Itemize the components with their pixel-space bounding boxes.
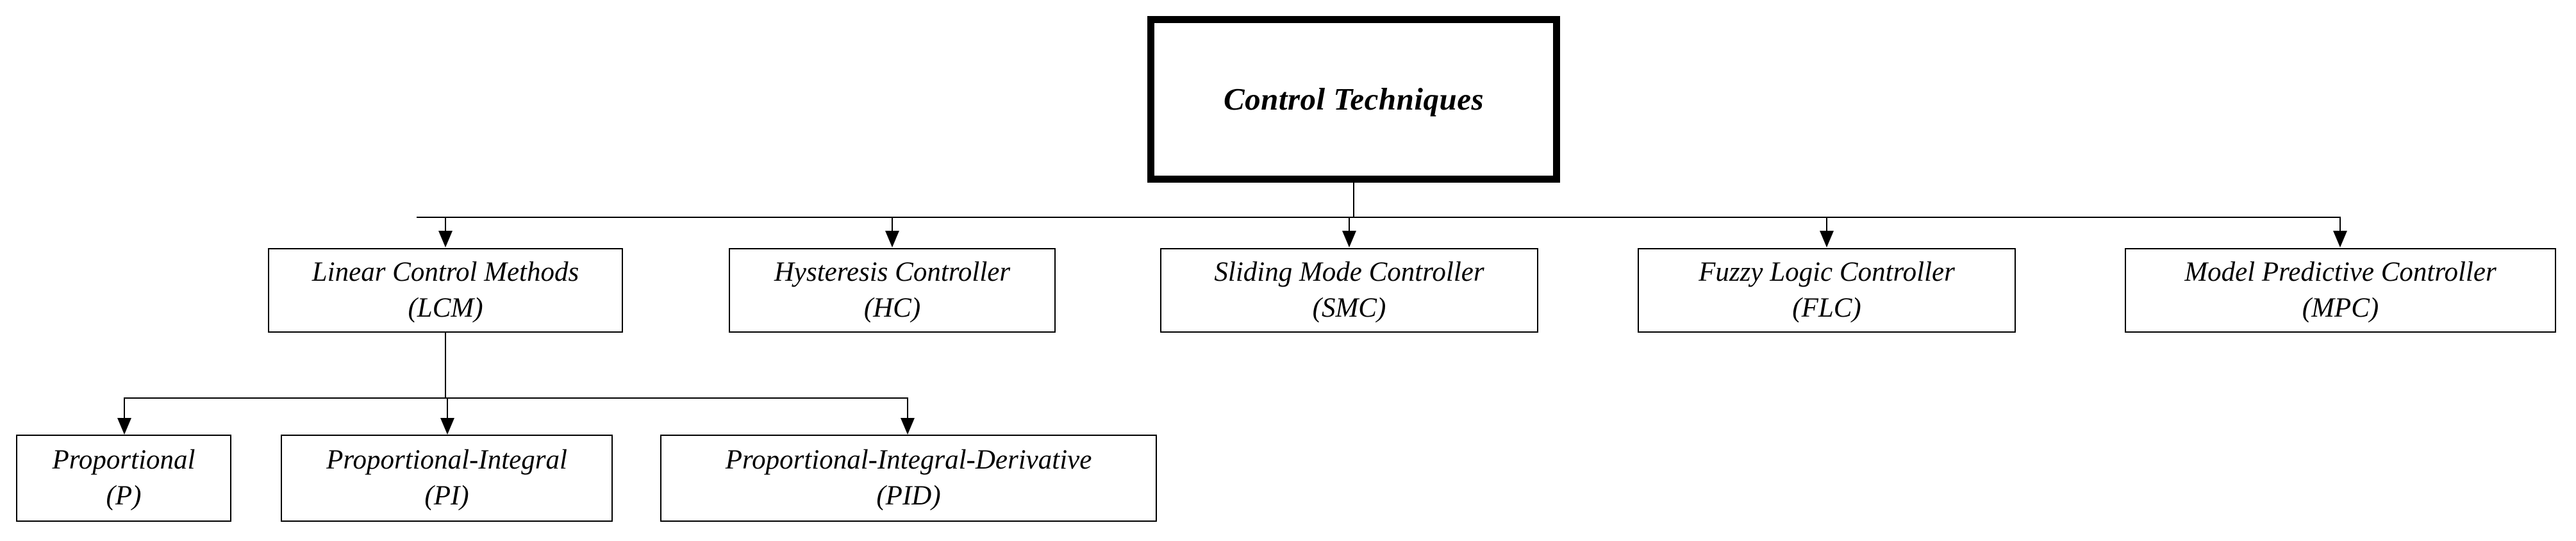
node-control-techniques-label: Control Techniques [1223,81,1484,117]
connector-drop-p [124,397,125,419]
connector-drop-flc [1826,217,1827,235]
arrowhead-hc-icon [885,231,899,247]
connector-drop-smc [1349,217,1350,235]
arrowhead-flc-icon [1820,231,1834,247]
node-smc-label-line1: Sliding Mode Controller [1214,257,1484,288]
node-hc-label-line1: Hysteresis Controller [774,257,1011,288]
node-mpc-label-line2: (MPC) [2302,293,2379,323]
connector-drop-pid [907,397,908,419]
node-lcm-label-line1: Linear Control Methods [312,257,579,288]
node-flc-label-line1: Fuzzy Logic Controller [1699,257,1955,288]
arrowhead-p-icon [117,418,131,435]
connector-drop-mpc [2339,217,2341,235]
connector-lcm-stem [445,333,446,397]
node-mpc-label-line1: Model Predictive Controller [2184,257,2497,288]
node-smc-label-line2: (SMC) [1312,293,1386,323]
connector-level2-bus [417,217,2341,218]
node-pi[interactable]: Proportional-Integral (PI) [281,435,613,522]
connector-drop-hc [892,217,893,235]
node-p-label-line2: (P) [106,481,142,511]
node-mpc[interactable]: Model Predictive Controller (MPC) [2125,248,2556,333]
arrowhead-lcm-icon [438,231,453,247]
connector-drop-pi [447,397,448,419]
connector-drop-lcm [445,217,446,235]
node-pid[interactable]: Proportional-Integral-Derivative (PID) [660,435,1157,522]
node-hc-label-line2: (HC) [863,293,921,323]
node-hc[interactable]: Hysteresis Controller (HC) [729,248,1056,333]
node-flc-label-line2: (FLC) [1792,293,1861,323]
node-pi-label-line2: (PI) [424,481,469,511]
connector-level3-bus [124,397,908,399]
node-pid-label-line2: (PID) [876,481,941,511]
node-p-label-line1: Proportional [52,445,195,476]
node-control-techniques[interactable]: Control Techniques [1147,16,1560,183]
arrowhead-smc-icon [1342,231,1356,247]
node-p[interactable]: Proportional (P) [16,435,231,522]
arrowhead-pid-icon [901,418,915,435]
node-smc[interactable]: Sliding Mode Controller (SMC) [1160,248,1538,333]
node-pid-label-line1: Proportional-Integral-Derivative [725,445,1092,476]
arrowhead-mpc-icon [2333,231,2347,247]
arrowhead-pi-icon [440,418,454,435]
node-lcm-label-line2: (LCM) [408,293,483,323]
node-flc[interactable]: Fuzzy Logic Controller (FLC) [1638,248,2016,333]
node-lcm[interactable]: Linear Control Methods (LCM) [268,248,623,333]
connector-root-stem [1353,183,1354,217]
node-pi-label-line1: Proportional-Integral [326,445,567,476]
